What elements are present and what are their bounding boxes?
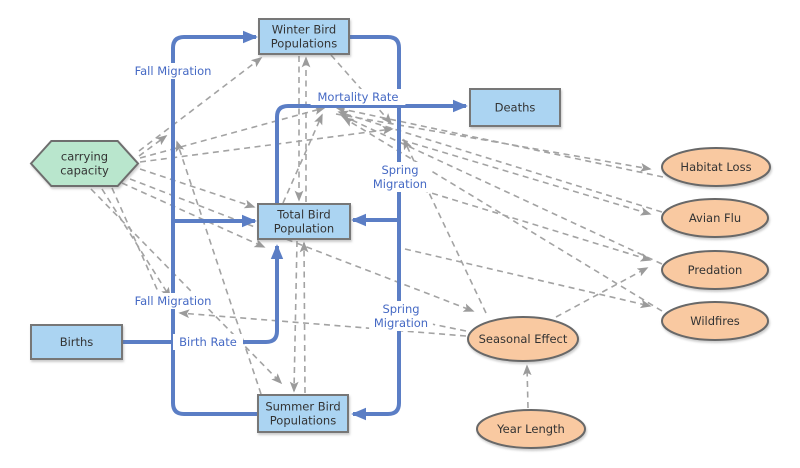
wildfires-label: Wildfires bbox=[690, 314, 740, 328]
fall-migration-top-label: Fall Migration bbox=[125, 63, 221, 79]
edge-spring-migration-top-to-avian-flu bbox=[401, 139, 652, 216]
influence-edges bbox=[90, 54, 664, 409]
edge-carrying-capacity-to-total-bird-population bbox=[139, 168, 256, 209]
edge-spring-migration-to-wildfires bbox=[404, 248, 652, 309]
births-label: Births bbox=[60, 335, 94, 349]
spring-migration-top-label-bg bbox=[368, 162, 432, 192]
carrying-capacity-shape[interactable] bbox=[29, 140, 140, 187]
winter-bird-populations-shape[interactable] bbox=[258, 18, 350, 55]
node-seasonal-effect[interactable]: Seasonal Effect bbox=[467, 316, 579, 362]
node-births[interactable]: Births bbox=[30, 324, 123, 360]
habitat-loss-shape[interactable] bbox=[661, 147, 771, 187]
mortality-rate-label-text: Mortality Rate bbox=[318, 90, 399, 104]
mortality-rate-label-bg bbox=[310, 89, 406, 105]
node-wildfires[interactable]: Wildfires bbox=[661, 301, 769, 341]
fall-migration-bottom-label: Fall Migration bbox=[125, 293, 221, 309]
year-length-label: Year Length bbox=[496, 422, 565, 436]
birth-rate-label: Birth Rate bbox=[173, 334, 243, 350]
edge-summer-bird-populations-to-fall-migration-top bbox=[175, 140, 262, 395]
edge-carrying-capacity-to-spring-migration-top bbox=[139, 125, 394, 163]
habitat-loss-label: Habitat Loss bbox=[680, 160, 751, 174]
edge-carrying-capacity-to-fall-migration-bottom bbox=[101, 188, 171, 299]
edge-total-bird-population-to-summer-bird-populations bbox=[289, 240, 299, 393]
wildfires-shape[interactable] bbox=[661, 301, 769, 341]
edge-predation-to-mortality-rate bbox=[339, 114, 663, 265]
edge-carrying-capacity-to-fall-migration-top bbox=[138, 135, 168, 157]
spring-migration-pipe bbox=[348, 35, 401, 421]
births-shape[interactable] bbox=[30, 324, 123, 360]
fall-migration-top-label-bg bbox=[125, 63, 221, 79]
deaths-shape[interactable] bbox=[469, 88, 561, 127]
summer-bird-populations-shape[interactable] bbox=[257, 394, 349, 433]
seasonal-effect-label: Seasonal Effect bbox=[479, 332, 568, 346]
node-avian-flu[interactable]: Avian Flu bbox=[661, 198, 769, 238]
avian-flu-shape[interactable] bbox=[661, 198, 769, 238]
edge-carrying-capacity-to-winter-bird-populations bbox=[138, 56, 263, 152]
edge-habitat-loss-to-mortality-rate bbox=[335, 105, 664, 178]
seasonal-effect-shape[interactable] bbox=[467, 316, 579, 362]
fall-migration-top-label-text: Fall Migration bbox=[135, 64, 212, 78]
mortality-rate-label: Mortality Rate bbox=[310, 89, 406, 105]
node-deaths[interactable]: Deaths bbox=[469, 88, 561, 127]
year-length-shape[interactable] bbox=[476, 409, 586, 449]
node-year-length[interactable]: Year Length bbox=[476, 409, 586, 449]
mortality-pipe bbox=[275, 99, 468, 204]
predation-label: Predation bbox=[688, 263, 743, 277]
edge-seasonal-effect-to-predation bbox=[555, 267, 649, 318]
deaths-label: Deaths bbox=[495, 101, 536, 115]
predation-shape[interactable] bbox=[661, 250, 769, 290]
birth-pipe bbox=[122, 244, 284, 344]
birth-rate-label-bg bbox=[173, 334, 243, 350]
node-predation[interactable]: Predation bbox=[661, 250, 769, 290]
edge-total-bird-population-to-mortality-rate bbox=[282, 113, 323, 204]
node-habitat-loss[interactable]: Habitat Loss bbox=[661, 147, 771, 187]
edge-carrying-capacity-to-summer-bird-populations bbox=[90, 188, 283, 385]
edge-carrying-capacity-to-seasonal-effect bbox=[129, 178, 475, 312]
edge-summer-bird-populations-to-total-bird-population bbox=[299, 241, 309, 394]
spring-migration-bottom-label-bg bbox=[369, 301, 433, 331]
fall-migration-bottom-label-bg bbox=[125, 293, 221, 309]
flow-pipes bbox=[122, 30, 468, 421]
fall-migration-pipe bbox=[171, 30, 259, 416]
avian-flu-label: Avian Flu bbox=[689, 211, 741, 225]
total-bird-population-shape[interactable] bbox=[257, 203, 351, 240]
edge-seasonal-effect-to-fall-migration-bottom bbox=[178, 309, 467, 337]
edge-carrying-capacity-to-mortality-rate bbox=[139, 106, 326, 159]
edge-carrying-capacity-to-birth-rate bbox=[121, 182, 266, 248]
fall-migration-bottom-label-text: Fall Migration bbox=[135, 294, 212, 308]
edge-avian-flu-to-mortality-rate bbox=[337, 110, 663, 213]
edge-spring-migration-to-predation bbox=[401, 183, 652, 262]
edge-mortality-rate-to-habitat-loss bbox=[335, 113, 652, 172]
birth-rate-label-text: Birth Rate bbox=[179, 335, 237, 349]
edge-year-length-to-seasonal-effect bbox=[522, 364, 532, 409]
